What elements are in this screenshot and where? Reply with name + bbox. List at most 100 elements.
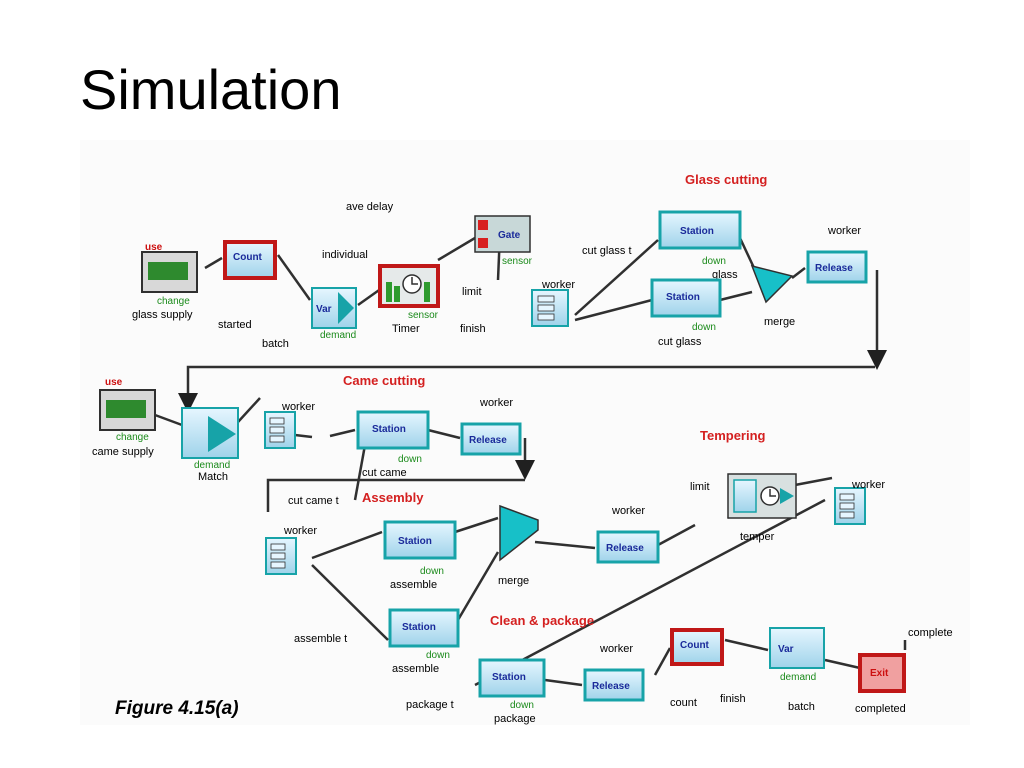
came-supply-label: came supply	[92, 446, 154, 458]
release-block-assembly[interactable]: Release worker	[596, 505, 660, 564]
merge-block-assembly[interactable]: merge	[498, 504, 539, 587]
station-came-down-label: down	[398, 454, 422, 465]
match-label: Match	[198, 471, 228, 483]
timer-sensor-label: sensor	[408, 310, 439, 321]
release-came-label: Release	[469, 435, 507, 446]
station-block-glass-2[interactable]: Station down cut glass	[650, 278, 722, 348]
queue-came-worker-label: worker	[281, 401, 315, 413]
var-block-top-label: Var	[316, 304, 332, 315]
assemble-label-1: assemble	[390, 579, 437, 591]
gate-sensor-label: sensor	[502, 256, 533, 267]
station-block-assemble-1[interactable]: Station down assemble	[383, 520, 457, 591]
station-glass-1-down-label: down	[702, 256, 726, 267]
queue-assembly-worker-label: worker	[283, 525, 317, 537]
individual-label: individual	[322, 249, 368, 261]
package-t-label: package t	[406, 699, 454, 711]
assemble-t-label: assemble t	[294, 633, 347, 645]
exit-block[interactable]: Exit	[858, 653, 906, 693]
station-block-came[interactable]: Station down cut came	[356, 410, 430, 479]
release-package-label: Release	[592, 681, 630, 692]
section-assembly: Assembly	[362, 490, 424, 505]
package-label: package	[494, 713, 536, 725]
gate-block-label: Gate	[498, 230, 521, 241]
finish-label-bottom: finish	[720, 693, 746, 705]
station-glass-1-label: Station	[680, 226, 714, 237]
release-assembly-worker-label: worker	[611, 505, 645, 517]
merge-label-top: merge	[764, 316, 795, 328]
count-label-bottom: count	[670, 697, 697, 709]
queue-top-worker-label: worker	[541, 279, 575, 291]
release-glass-worker-label: worker	[827, 225, 861, 237]
merge-block-top[interactable]: merge	[750, 264, 795, 328]
var-block-bottom-label: Var	[778, 644, 794, 655]
temper-block[interactable]: temper	[727, 473, 797, 543]
glass-label: glass	[712, 269, 738, 281]
queue-block-top[interactable]: worker	[531, 279, 575, 327]
batch-label-bottom: batch	[788, 701, 815, 713]
match-block[interactable]: demand Match	[181, 407, 239, 483]
var-top-demand-label: demand	[320, 330, 356, 341]
section-clean-package: Clean & package	[490, 613, 594, 628]
station-assemble-2-label: Station	[402, 622, 436, 633]
assemble-label-2: assemble	[392, 663, 439, 675]
queue-block-came[interactable]: worker	[264, 401, 315, 449]
glass-supply-block[interactable]: use change glass supply	[132, 242, 198, 321]
glass-supply-change-label: change	[157, 296, 190, 307]
cut-came-t-label: cut came t	[288, 495, 339, 507]
release-block-glass[interactable]: Release worker	[806, 225, 868, 284]
release-glass-label: Release	[815, 263, 853, 274]
simulation-diagram: Glass cutting Came cutting Assembly Temp…	[80, 140, 970, 725]
slide-title: Simulation	[80, 58, 342, 121]
glass-supply-label: glass supply	[132, 309, 193, 321]
count-block-bottom[interactable]: Count	[670, 628, 724, 666]
station-glass-2-down-label: down	[692, 322, 716, 333]
station-package-down-label: down	[510, 700, 534, 711]
completed-label: completed	[855, 703, 906, 715]
limit-label-temper: limit	[690, 481, 710, 493]
release-assembly-label: Release	[606, 543, 644, 554]
station-block-package[interactable]: Station down package	[478, 658, 546, 725]
complete-label: complete	[908, 627, 953, 639]
station-came-label: Station	[372, 424, 406, 435]
release-package-worker-label: worker	[599, 643, 633, 655]
section-came-cutting: Came cutting	[343, 373, 425, 388]
release-block-came[interactable]: Release worker	[460, 397, 522, 456]
limit-label-top: limit	[462, 286, 482, 298]
exit-block-label: Exit	[870, 668, 889, 679]
queue-temper-worker-label: worker	[851, 479, 885, 491]
gate-block[interactable]: Gate sensor	[474, 215, 533, 267]
section-tempering: Tempering	[700, 428, 766, 443]
cut-glass-t-label: cut glass t	[582, 245, 632, 257]
cut-glass-label: cut glass	[658, 336, 702, 348]
cut-came-label: cut came	[362, 467, 407, 479]
batch-label-top: batch	[262, 338, 289, 350]
match-demand-label: demand	[194, 460, 230, 471]
release-came-worker-label: worker	[479, 397, 513, 409]
var-bottom-demand-label: demand	[780, 672, 816, 683]
came-supply-use-label: use	[105, 377, 123, 388]
var-block-top[interactable]: Var demand	[311, 287, 357, 341]
station-block-glass-1[interactable]: Station down glass	[658, 210, 742, 281]
count-block-bottom-label: Count	[680, 640, 710, 651]
var-block-bottom[interactable]: Var demand	[769, 627, 825, 683]
ave-delay-label: ave delay	[346, 201, 394, 213]
started-label: started	[218, 319, 252, 331]
timer-block[interactable]: Timer sensor	[378, 264, 440, 335]
glass-supply-use-label: use	[145, 242, 163, 253]
count-block-top-label: Count	[233, 252, 263, 263]
release-block-package[interactable]: Release worker	[583, 643, 645, 702]
queue-block-assembly[interactable]: worker	[265, 525, 317, 575]
connection-lines	[154, 231, 907, 687]
station-block-assemble-2[interactable]: Station down assemble	[388, 608, 460, 675]
section-glass-cutting: Glass cutting	[685, 172, 767, 187]
figure-caption: Figure 4.15(a)	[115, 698, 239, 719]
merge-label-assembly: merge	[498, 575, 529, 587]
station-package-label: Station	[492, 672, 526, 683]
came-supply-change-label: change	[116, 432, 149, 443]
queue-block-temper[interactable]: worker	[834, 479, 885, 525]
came-supply-block[interactable]: use change came supply	[92, 377, 156, 458]
finish-label-top: finish	[460, 323, 486, 335]
station-assemble-1-down-label: down	[420, 566, 444, 577]
count-block-top[interactable]: Count	[223, 240, 277, 280]
timer-label: Timer	[392, 323, 420, 335]
